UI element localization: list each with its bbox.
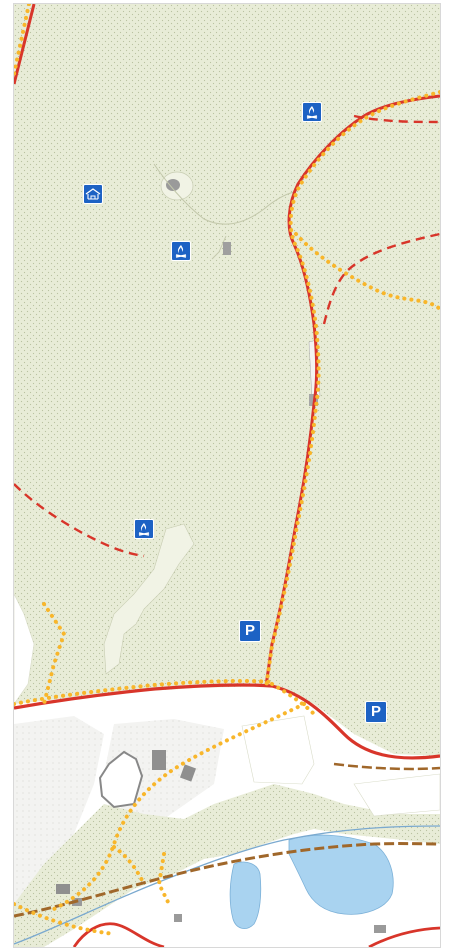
- building: [152, 750, 166, 770]
- building: [223, 242, 231, 255]
- building: [174, 914, 182, 922]
- parking-icon[interactable]: P: [365, 701, 387, 723]
- campfire-icon[interactable]: [134, 519, 154, 539]
- red-dashed-trails: [14, 114, 440, 558]
- built-dotted-area: [14, 716, 104, 904]
- pond: [166, 179, 180, 191]
- orange-trails: [14, 4, 440, 936]
- shelter-icon[interactable]: [83, 184, 103, 204]
- building: [374, 925, 386, 933]
- reservoir: [288, 834, 394, 915]
- meadow-patch: [241, 715, 315, 785]
- map-canvas[interactable]: [14, 4, 440, 947]
- open-area-left: [14, 593, 35, 705]
- map-viewport[interactable]: P P: [14, 4, 440, 947]
- main-road: [368, 926, 440, 947]
- forest-patch: [14, 784, 440, 947]
- campfire-icon[interactable]: [302, 102, 322, 122]
- meadow-patch-2: [353, 773, 440, 817]
- railway-2: [333, 762, 440, 771]
- road-label: [283, 321, 289, 323]
- parking-label: P: [244, 622, 255, 639]
- meadow-strip: [103, 523, 195, 675]
- building: [56, 884, 70, 894]
- campfire-icon[interactable]: [171, 241, 191, 261]
- pond-water: [229, 861, 262, 929]
- main-road: [14, 4, 36, 85]
- footpath: [153, 163, 295, 225]
- parking-icon[interactable]: P: [239, 620, 261, 642]
- main-road: [72, 922, 165, 947]
- stream: [14, 825, 440, 945]
- building: [179, 764, 197, 782]
- railway: [14, 842, 440, 918]
- parking-label: P: [370, 703, 381, 720]
- footpath: [211, 235, 227, 260]
